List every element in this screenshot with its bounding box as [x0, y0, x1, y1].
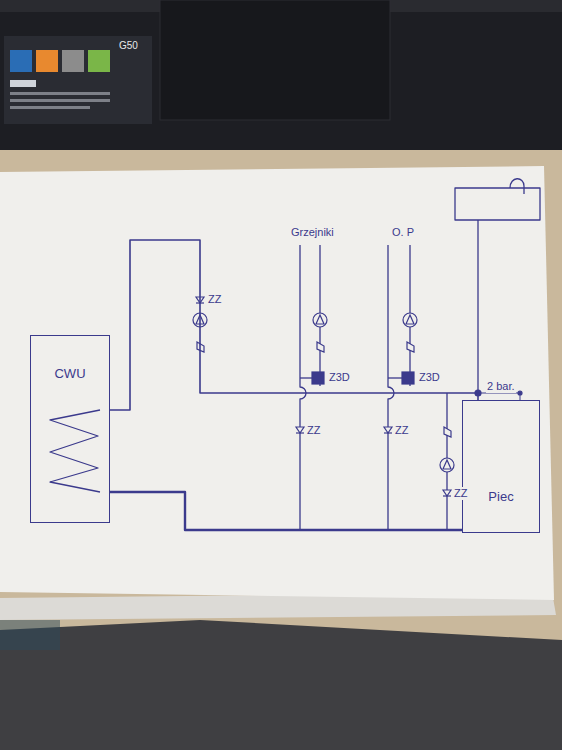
valve-code: Z3D: [418, 371, 441, 384]
valve-code: ZZ: [453, 487, 468, 500]
pump-symbol: [313, 313, 327, 327]
node-label: CWU: [31, 366, 109, 381]
pressure-note: 2 bar.: [486, 380, 516, 393]
valve-code: ZZ: [306, 424, 321, 437]
check-valve-symbol: [296, 427, 304, 433]
circuit-name: Grzejniki: [290, 226, 335, 239]
pipe-connector: [110, 240, 478, 410]
valve-symbol: [444, 427, 451, 437]
pump-symbol: [440, 458, 454, 472]
valve-symbol: [407, 342, 414, 352]
boiler-box: Piec: [462, 400, 540, 533]
pump-symbol: [403, 313, 417, 327]
valve-code: Z3D: [328, 371, 351, 384]
valve-symbol: [317, 342, 324, 352]
node-label: Piec: [463, 489, 539, 504]
circuit-name: O. P: [391, 226, 415, 239]
valve-code: ZZ: [394, 424, 409, 437]
pipe-connector: [110, 492, 462, 530]
check-valve-symbol: [443, 490, 451, 496]
tank-box: CWU: [30, 335, 110, 523]
sticker-text: G50: [118, 40, 139, 52]
valve-code: ZZ: [207, 293, 222, 306]
check-valve-symbol: [384, 427, 392, 433]
